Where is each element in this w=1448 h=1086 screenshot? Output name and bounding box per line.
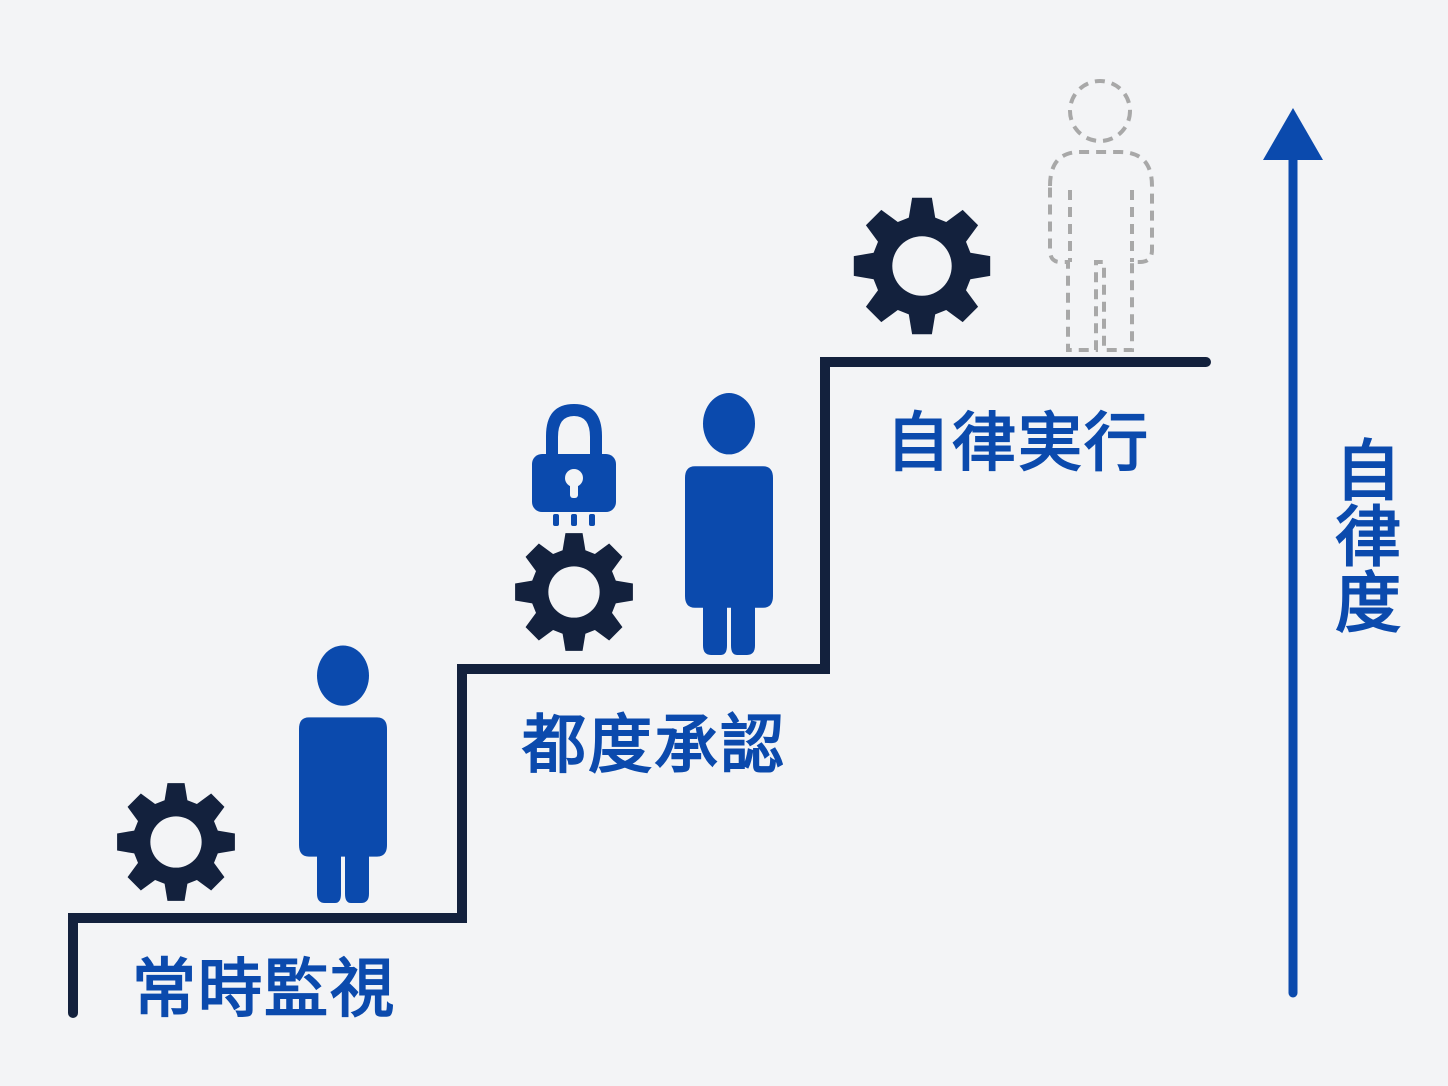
- stage1-person-icon: [299, 645, 387, 903]
- stage1-gear-icon: [117, 783, 235, 901]
- stage2-gear-icon: [515, 533, 633, 651]
- stage-label-autonomous-execution: 自律実行: [886, 407, 1150, 481]
- stage-label-constant-monitoring: 常時監視: [132, 953, 396, 1027]
- stage3-gear-icon: [853, 197, 991, 335]
- stage3-ghost-person-icon: [1048, 79, 1154, 352]
- stage2-lock-icon: [532, 404, 616, 526]
- staircase-line: [68, 357, 1211, 1018]
- stage2-person-icon: [685, 393, 773, 655]
- axis-label-autonomy: 自律度: [1324, 436, 1401, 634]
- up-arrow-icon: [1263, 108, 1323, 998]
- stage-label-per-approval: 都度承認: [522, 709, 786, 783]
